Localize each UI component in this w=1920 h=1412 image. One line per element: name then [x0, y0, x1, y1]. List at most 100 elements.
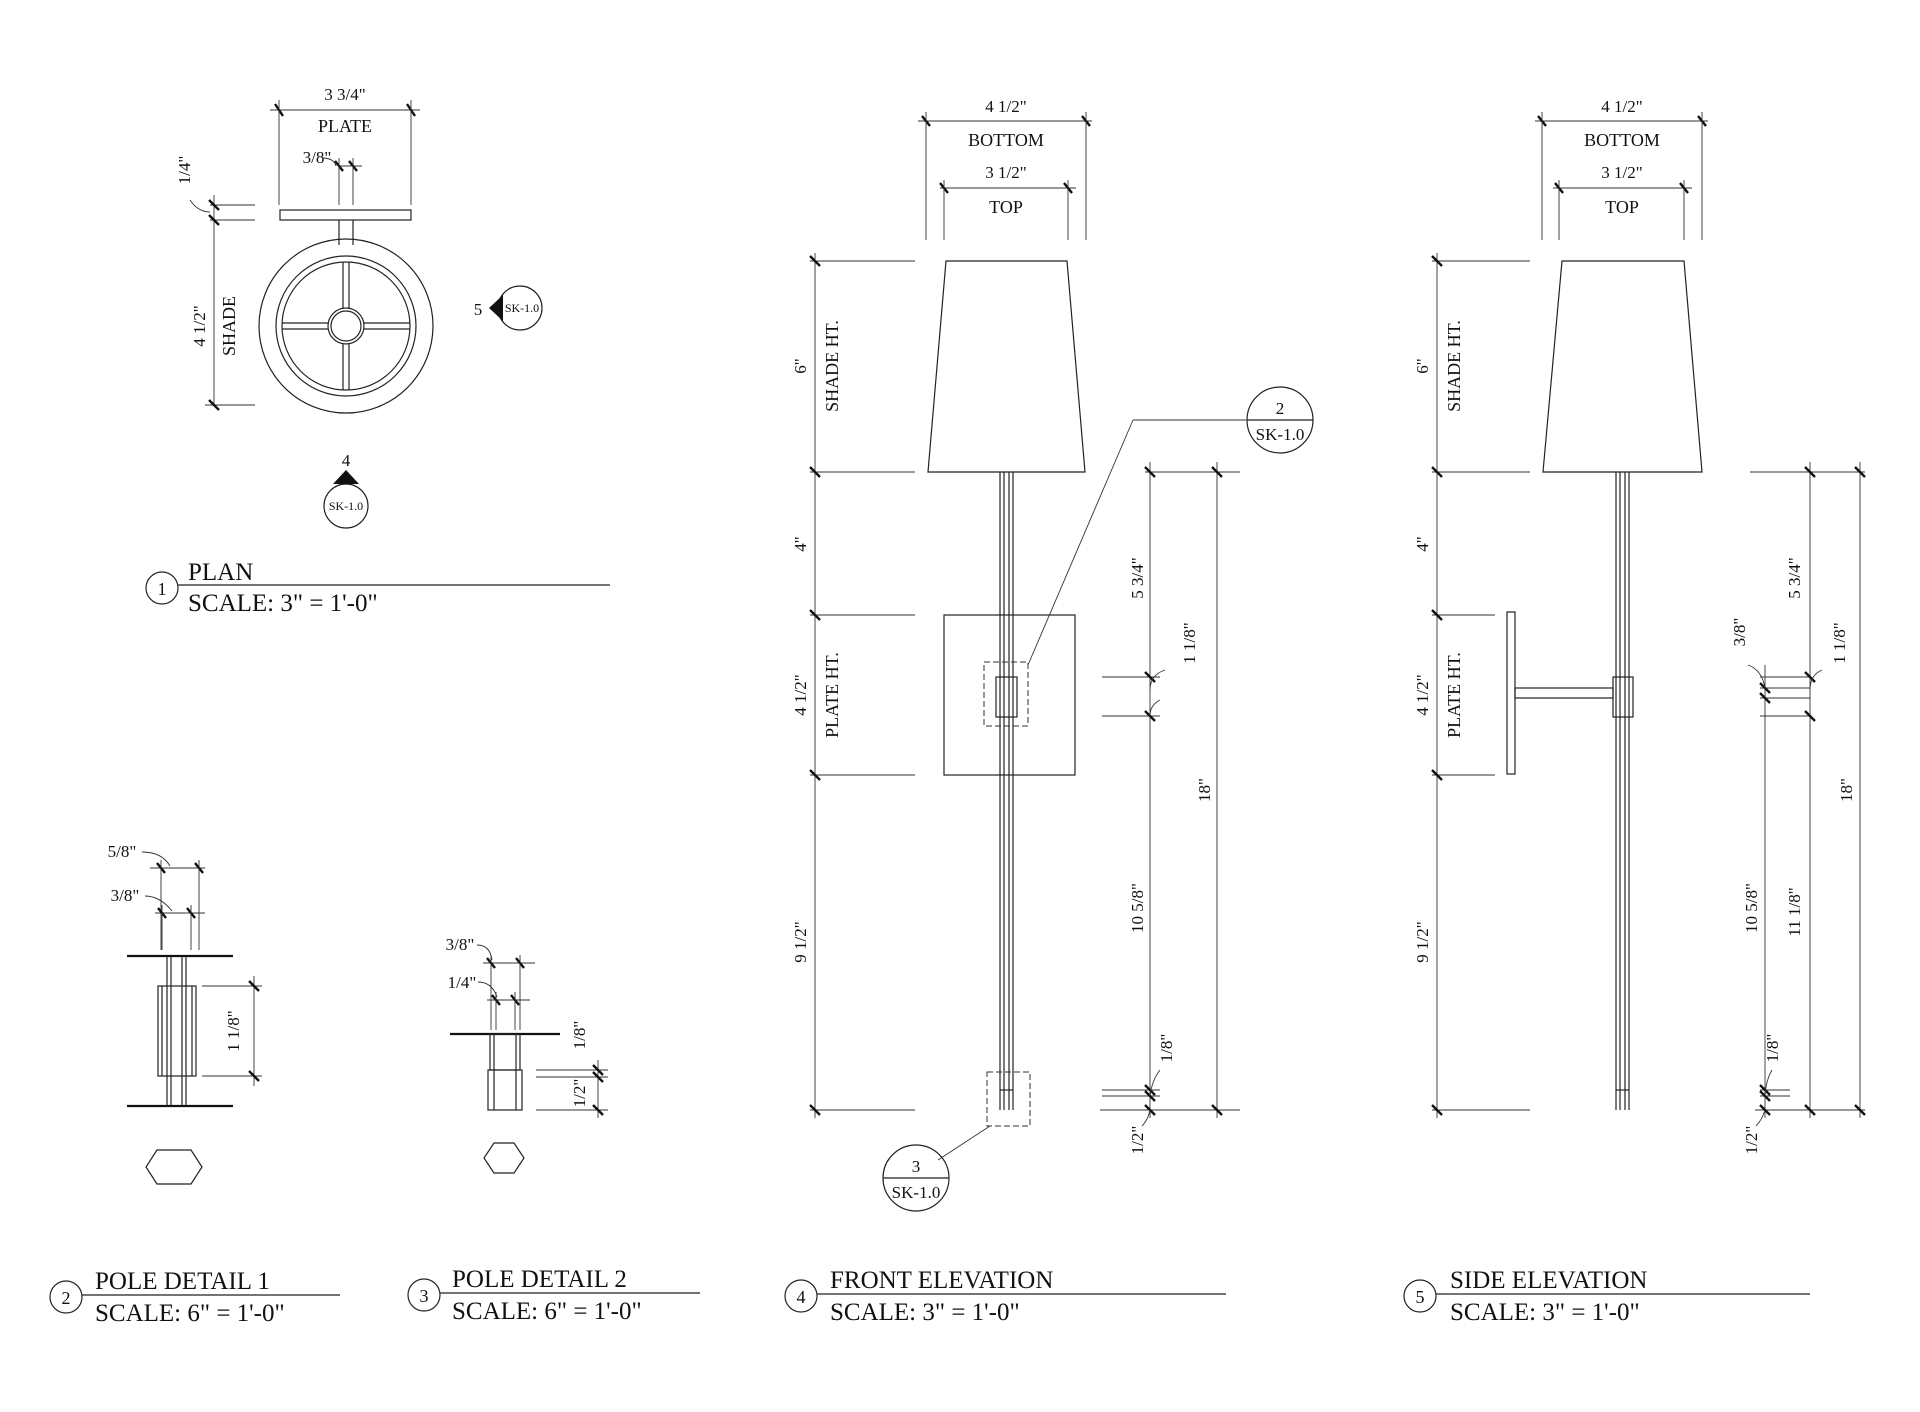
front-bottom-width-dim: 4 1/2": [985, 97, 1026, 116]
side-title: SIDE ELEVATION: [1450, 1267, 1647, 1294]
side-collar: [1612, 676, 1634, 718]
front-bottom-label: BOTTOM: [968, 130, 1044, 150]
front-title-block: 4 FRONT ELEVATION SCALE: 3" = 1'-0": [784, 1267, 1226, 1326]
side-collar-dim: 1 1/8": [1830, 622, 1849, 663]
callout-front-elevation[interactable]: SK-1.0 4: [323, 451, 369, 529]
pole2-number: 3: [420, 1286, 429, 1306]
callout-front-sheet: SK-1.0: [329, 499, 363, 513]
side-total-dim: 18": [1837, 778, 1856, 802]
side-scale: SCALE: 3" = 1'-0": [1450, 1299, 1640, 1326]
pole-detail-2: 3/8" 1/4" 1/8" 1/2" 3 POLE DETAIL 2 SCAL…: [407, 935, 700, 1325]
callout-pole-detail-2[interactable]: 3 SK-1.0: [882, 1144, 950, 1212]
pole2-title: POLE DETAIL 2: [452, 1266, 627, 1293]
front-tip-dim: 1/8": [1157, 1034, 1176, 1063]
plan-view: 3 3/4" PLATE 3/8" 1/4" 4 1: [145, 85, 610, 617]
side-wall-plate: [1506, 611, 1516, 775]
front-shade-height-label: SHADE HT.: [822, 320, 842, 412]
pole2-outer-dim: 3/8": [446, 935, 475, 954]
front-top-label: TOP: [989, 197, 1023, 217]
shade-spokes: [282, 262, 410, 390]
side-top-label: TOP: [1605, 197, 1639, 217]
front-lower-pole-dim: 10 5/8": [1128, 883, 1147, 933]
callout-top-sheet: SK-1.0: [1256, 425, 1305, 444]
side-number: 5: [1416, 1287, 1425, 1307]
front-shade-height-dim: 6": [791, 358, 810, 373]
pole2-tip: [487, 1069, 523, 1111]
pole2-scale: SCALE: 6" = 1'-0": [452, 1298, 642, 1325]
front-collar-dim: 1 1/8": [1180, 622, 1199, 663]
side-arm: [1514, 687, 1614, 699]
front-title: FRONT ELEVATION: [830, 1267, 1053, 1294]
plan-number: 1: [158, 579, 167, 599]
pole1-number: 2: [62, 1288, 71, 1308]
pole1-scale: SCALE: 6" = 1'-0": [95, 1300, 285, 1327]
pole2-hex-section: [483, 1142, 525, 1174]
callout-top-number: 2: [1276, 399, 1285, 418]
pole-detail-1: 5/8" 3/8" 1 1/8" 2 POLE DETAIL 1 SCALE: …: [49, 842, 340, 1327]
front-wall-plate: [943, 614, 1076, 776]
side-shade-height-label: SHADE HT.: [1444, 320, 1464, 412]
callout-pole-detail-1[interactable]: 2 SK-1.0: [1246, 386, 1314, 454]
wall-plate: [279, 209, 412, 221]
front-base-dim: 1/2": [1128, 1126, 1147, 1155]
pole2-title-block: 3 POLE DETAIL 2 SCALE: 6" = 1'-0": [407, 1266, 700, 1325]
side-elevation: 4 1/2" BOTTOM 3 1/2" TOP 6" SHADE HT. 4"…: [1403, 97, 1866, 1326]
shade-inner: [275, 255, 417, 397]
shade-outer: [258, 238, 434, 414]
front-collar: [995, 676, 1018, 718]
plate-label: PLATE: [318, 116, 372, 136]
plate-width-dim: 3 3/4": [324, 85, 365, 104]
pole1-title-block: 2 POLE DETAIL 1 SCALE: 6" = 1'-0": [49, 1268, 340, 1327]
front-plate-height-label: PLATE HT.: [822, 652, 842, 738]
side-lower-dim: 9 1/2": [1413, 921, 1432, 962]
pole2-top-dim: 1/8": [570, 1021, 589, 1050]
side-bottom-label: BOTTOM: [1584, 130, 1660, 150]
front-plate-height-dim: 4 1/2": [791, 674, 810, 715]
side-upper-dim: 5 3/4": [1785, 557, 1804, 598]
front-number: 4: [797, 1287, 806, 1307]
shade-diameter-dim: 4 1/2": [190, 305, 209, 346]
side-title-block: 5 SIDE ELEVATION SCALE: 3" = 1'-0": [1403, 1267, 1810, 1326]
pole1-height-dim: 1 1/8": [224, 1010, 243, 1051]
side-mid-dim: 11 1/8": [1785, 887, 1804, 936]
front-total-dim: 18": [1195, 778, 1214, 802]
side-plate-height-dim: 4 1/2": [1413, 674, 1432, 715]
stem-width-dim: 3/8": [303, 148, 332, 167]
pole1-inner-dim: 3/8": [111, 886, 140, 905]
front-gap-dim: 4": [791, 536, 810, 551]
callout-side-sheet: SK-1.0: [505, 301, 539, 315]
pole1-outer-dim: 5/8": [108, 842, 137, 861]
pole1-hex-section: [145, 1149, 203, 1185]
side-base-dim: 1/2": [1742, 1126, 1761, 1155]
front-lower-dim: 9 1/2": [791, 921, 810, 962]
pole2-bottom-dim: 1/2": [570, 1079, 589, 1108]
front-shade: [927, 260, 1086, 473]
plate-thickness-dim: 1/4": [175, 156, 194, 185]
callout-front-number: 4: [342, 451, 351, 470]
pole1-title: POLE DETAIL 1: [95, 1268, 270, 1295]
front-elevation: 4 1/2" BOTTOM 3 1/2" TOP 2 SK-1.0: [784, 97, 1314, 1326]
callout-side-number: 5: [474, 300, 483, 319]
pole1-collar: [157, 985, 197, 1077]
side-lower-pole-dim: 10 5/8": [1742, 883, 1761, 933]
callout-bottom-number: 3: [912, 1157, 921, 1176]
front-top-width-dim: 3 1/2": [985, 163, 1026, 182]
side-tip-dim: 1/8": [1763, 1034, 1782, 1063]
front-upper-dim: 5 3/4": [1128, 557, 1147, 598]
side-gap-dim: 4": [1413, 536, 1432, 551]
side-shade: [1542, 260, 1703, 473]
callout-bottom-sheet: SK-1.0: [892, 1183, 941, 1202]
side-arm-dim: 3/8": [1730, 618, 1749, 647]
plan-title-block: 1 PLAN SCALE: 3" = 1'-0": [145, 559, 610, 617]
pole2-inner-dim: 1/4": [448, 973, 477, 992]
plan-title: PLAN: [188, 559, 253, 586]
side-bottom-width-dim: 4 1/2": [1601, 97, 1642, 116]
shade-label: SHADE: [219, 296, 239, 356]
socket-ring: [327, 307, 365, 345]
side-shade-height-dim: 6": [1413, 358, 1432, 373]
front-scale: SCALE: 3" = 1'-0": [830, 1299, 1020, 1326]
plan-scale: SCALE: 3" = 1'-0": [188, 590, 378, 617]
callout-side-elevation[interactable]: SK-1.0 5: [474, 285, 543, 331]
side-top-width-dim: 3 1/2": [1601, 163, 1642, 182]
